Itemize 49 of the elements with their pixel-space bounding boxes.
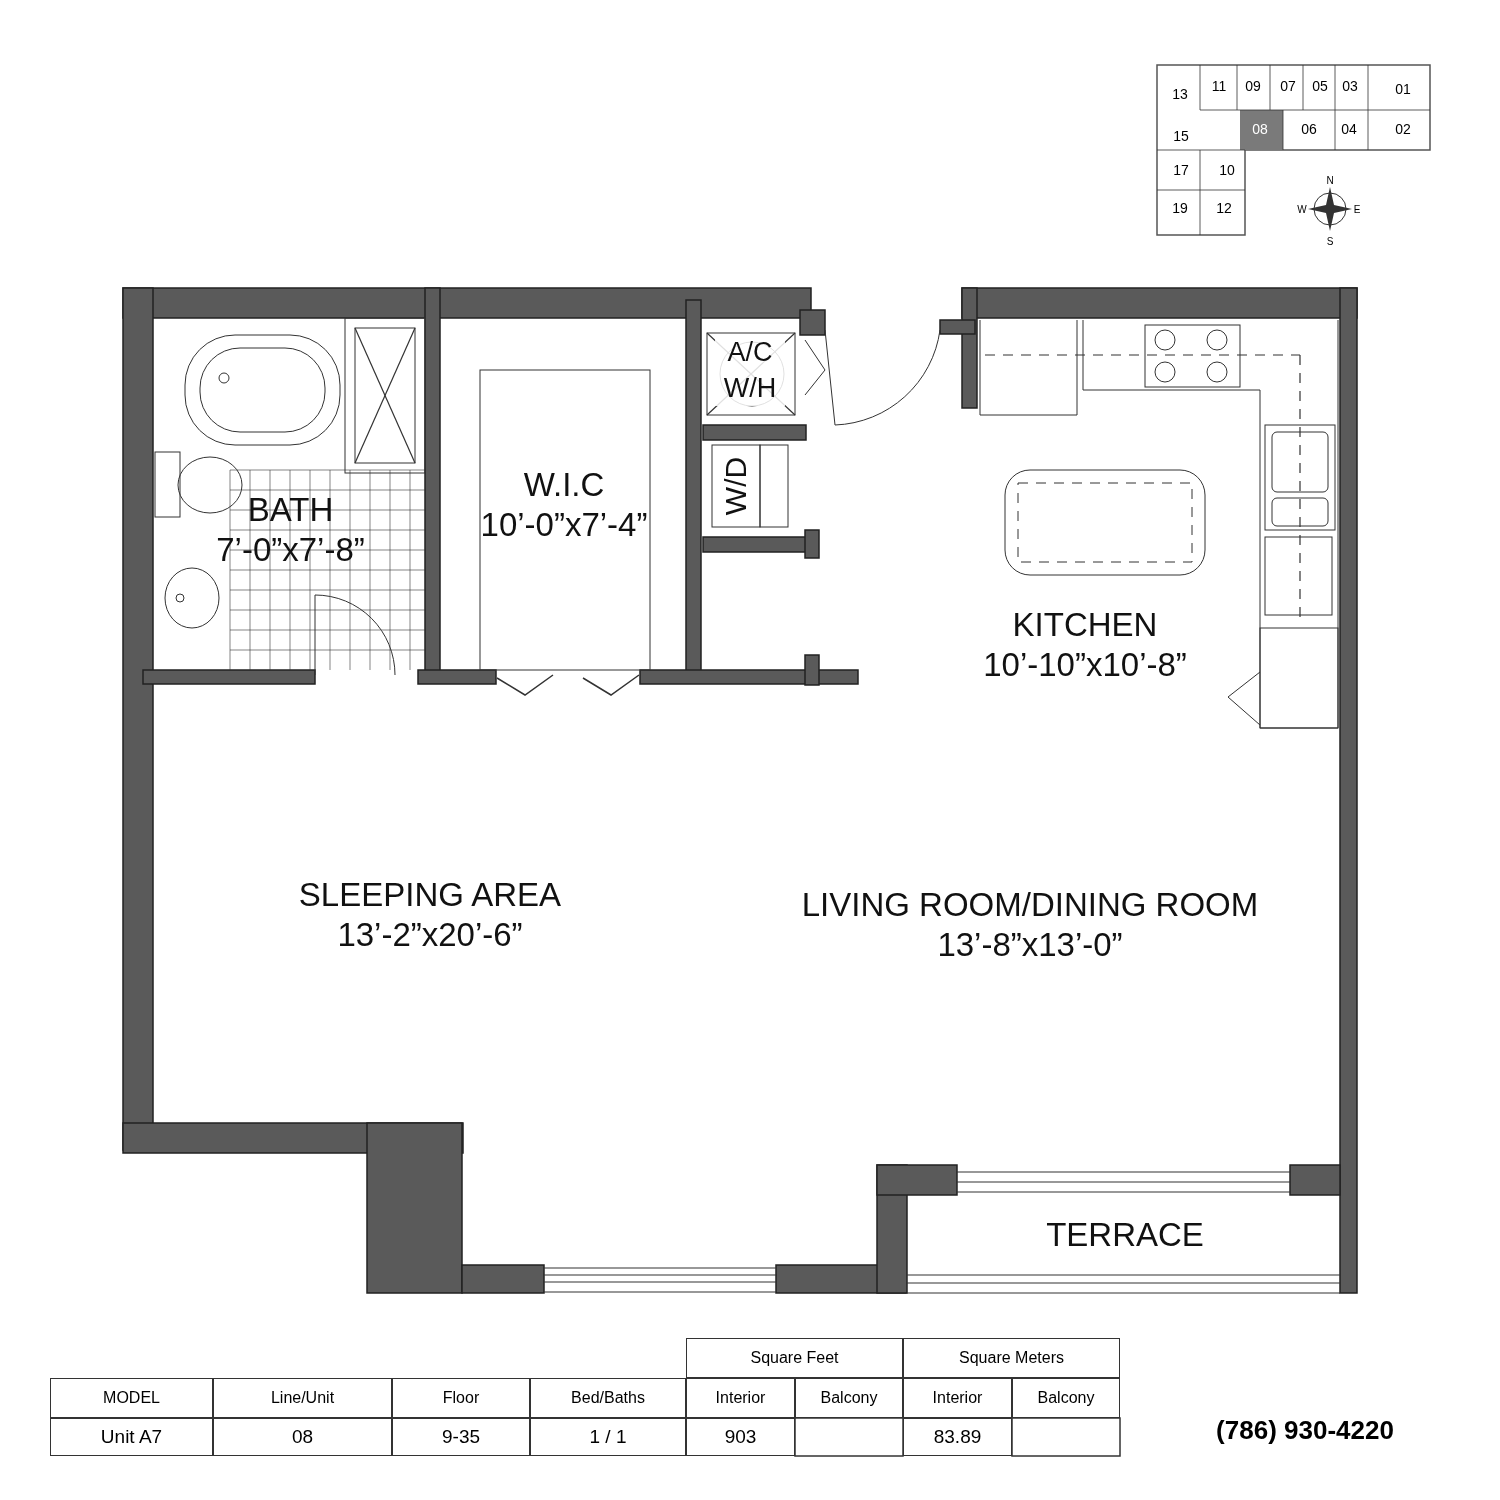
table-header: Bed/Baths [530,1378,686,1418]
table-header: Interior [903,1378,1012,1418]
table-header: Balcony [795,1378,903,1418]
unit-number: 06 [1301,121,1317,137]
table-header: Line/Unit [213,1378,392,1418]
unit-number: 13 [1172,86,1188,102]
room-name: LIVING ROOM/DINING ROOM [801,885,1259,925]
room-name: W/D [718,456,753,516]
compass-letter: W [1297,203,1307,215]
table-value: 9-35 [392,1418,530,1456]
unit-number: 01 [1395,81,1411,97]
table-value: 903 [686,1418,795,1456]
unit-number: 11 [1211,78,1227,94]
unit-number: 05 [1312,78,1328,94]
table-header: Floor [392,1378,530,1418]
unit-number: 07 [1280,78,1296,94]
compass-letter: E [1353,203,1361,215]
unit-number: 08 [1252,121,1268,137]
unit-number: 09 [1245,78,1261,94]
room-dimensions: 7’-0”x7’-8” [216,530,365,570]
unit-number: 02 [1395,121,1411,137]
unit-number: 19 [1172,200,1188,216]
phone-number: (786) 930-4220 [1216,1414,1394,1446]
table-header: Square Meters [903,1338,1120,1378]
table-header: Balcony [1012,1378,1120,1418]
table-header: MODEL [50,1378,213,1418]
unit-number: 03 [1342,78,1358,94]
room-name: TERRACE [1046,1215,1204,1255]
table-value: 83.89 [903,1418,1012,1456]
room-dimensions: 10’-10”x10’-8” [983,645,1187,685]
compass-letter: N [1326,174,1334,186]
unit-number: 10 [1219,162,1235,178]
unit-number: 04 [1341,121,1357,137]
table-header: Interior [686,1378,795,1418]
table-value: Unit A7 [50,1418,213,1456]
unit-number: 15 [1173,128,1189,144]
room-name: KITCHEN [1012,605,1158,645]
room-dimensions: 13’-8”x13’-0” [937,925,1123,965]
room-dimensions: 10’-0”x7’-4” [480,505,648,545]
table-value: 1 / 1 [530,1418,686,1456]
room-name: W.I.C [523,465,605,505]
room-dimensions: 13’-2”x20’-6” [337,915,523,955]
table-header: Square Feet [686,1338,903,1378]
table-value: 08 [213,1418,392,1456]
room-name: SLEEPING AREA [298,875,562,915]
unit-number: 12 [1216,200,1232,216]
room-name: BATH [247,490,334,530]
unit-number: 17 [1173,162,1189,178]
compass-letter: S [1326,235,1334,247]
